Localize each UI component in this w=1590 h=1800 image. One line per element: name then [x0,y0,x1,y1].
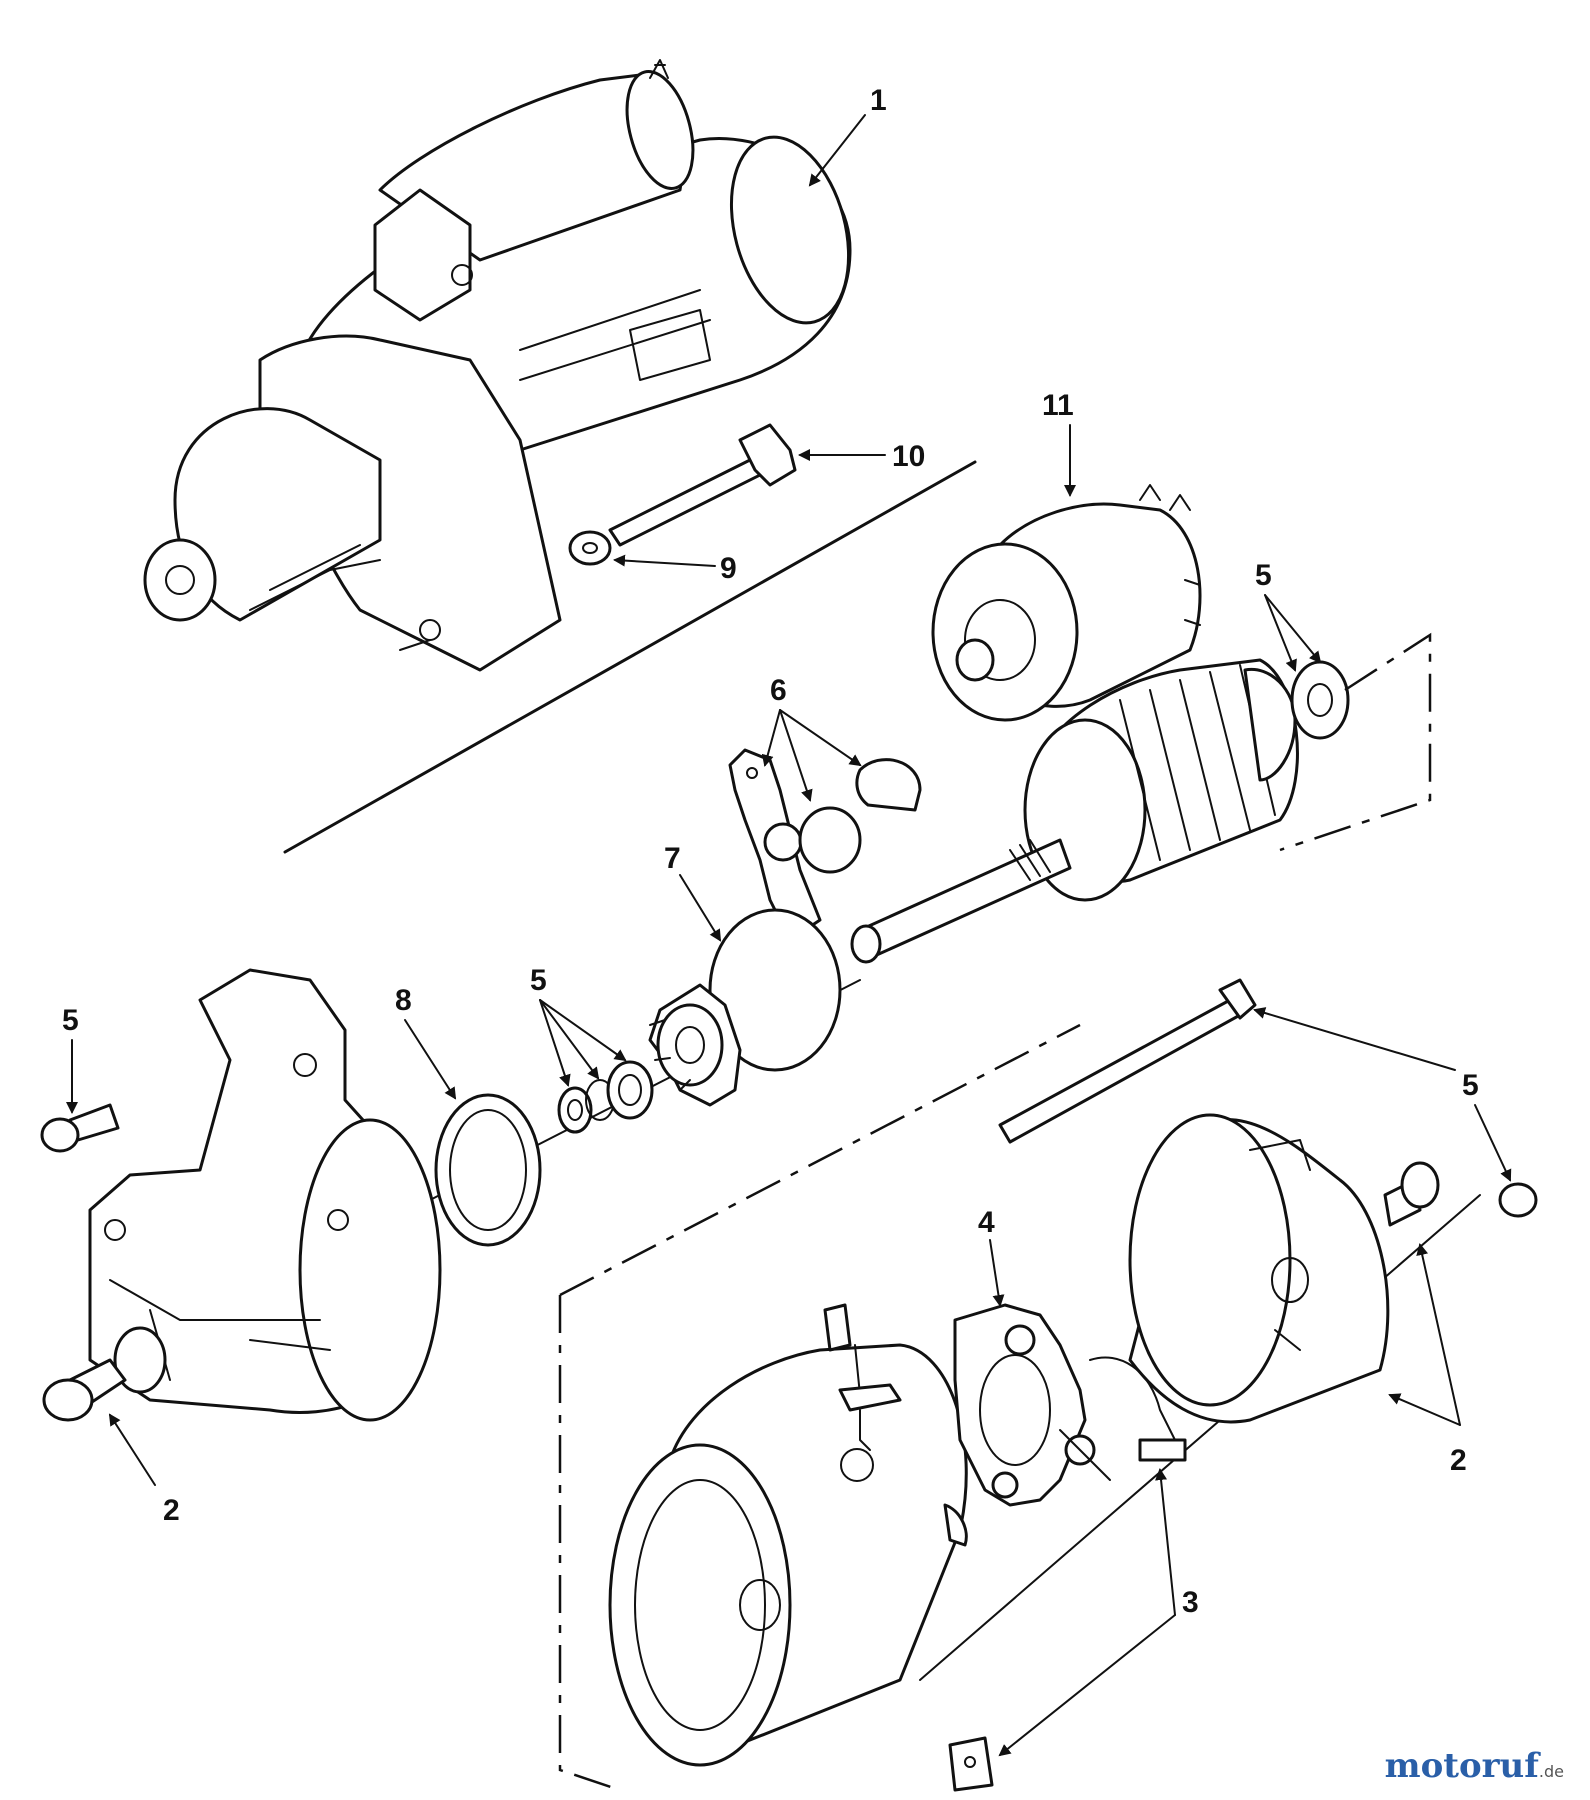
callout-2: 2 [1450,1444,1467,1477]
callout-leaders [66,114,1512,1757]
brush-holder [953,1303,1187,1507]
bushing [1383,1161,1440,1227]
lever-plug [798,806,862,874]
callout-5: 5 [62,1004,79,1037]
callout-9: 9 [720,552,737,585]
brush-assembly [823,1303,902,1451]
callout-7: 7 [664,842,681,875]
through-bolt [608,423,797,547]
callout-8: 8 [395,984,412,1017]
solenoid-switch [931,484,1202,722]
commutator-end-cover [1128,1113,1390,1424]
callout-5: 5 [530,964,547,997]
snap-ring [557,1086,593,1134]
section-divider [283,460,977,854]
assembly-axis-line [558,1295,621,1792]
seal-ring [434,1093,542,1247]
callout-3: 3 [1182,1586,1199,1619]
long-through-bolt [998,978,1257,1144]
watermark-text: motoruf [1384,1746,1539,1786]
drive-pinion-clutch [648,908,842,1107]
callout-5: 5 [1255,559,1272,592]
drive-end-housing [42,968,442,1422]
callout-6: 6 [770,674,787,707]
shift-lever [728,748,822,942]
callout-1: 1 [870,84,887,117]
assembled-starter-motor [143,59,852,672]
brush-clip [948,1736,994,1792]
callout-11: 11 [1042,389,1074,422]
screw [40,1103,120,1153]
snap-ring [606,1060,654,1120]
assembly-axis-line [1279,632,1432,852]
armature [850,658,1350,964]
field-frame-yoke [608,1343,968,1767]
watermark-suffix: .de [1538,1762,1564,1781]
washer [568,530,612,566]
callout-5: 5 [1462,1069,1479,1102]
callout-10: 10 [892,440,925,473]
callout-2: 2 [163,1494,180,1527]
end-plug [1498,1182,1538,1218]
watermark-logo: motoruf.de [1385,1746,1564,1786]
lever-plug [855,758,922,812]
assembly-axis-line [559,1023,1081,1297]
callout-4: 4 [978,1206,995,1239]
